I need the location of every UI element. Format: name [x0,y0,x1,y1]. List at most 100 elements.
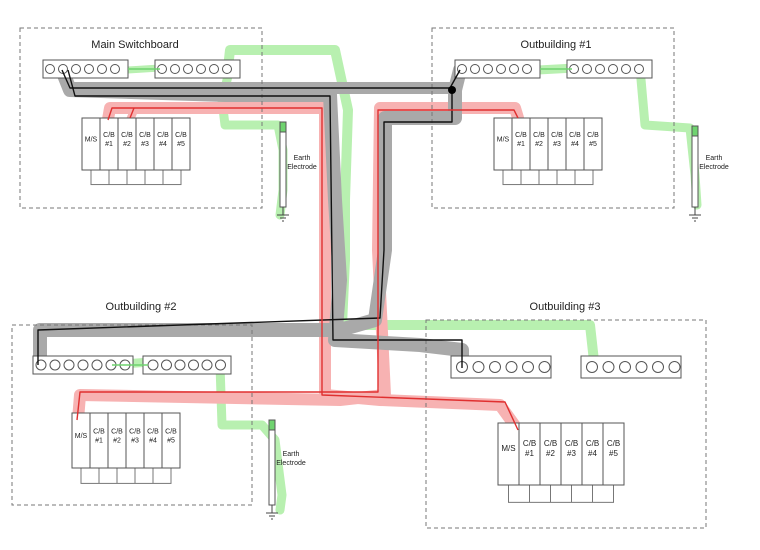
breaker-label: #3 [141,141,149,148]
electrode-clamp [268,419,276,431]
breaker-label: #3 [131,437,139,444]
breaker-label: M/S [85,137,98,144]
breaker-label: #3 [553,141,561,148]
electrode-rod [268,419,276,506]
ob1-neutral-terminal [522,64,532,74]
breaker-label: #5 [177,141,185,148]
ob1-earth-terminal [595,64,605,74]
main-earth-terminal [183,64,193,74]
ob2-earth-terminal [161,359,172,371]
breaker-label: C/B [586,439,599,448]
breaker-panel-2: M/SC/B#1C/B#2C/B#3C/B#4C/B#5 [71,412,181,484]
ob3-earth-terminal [635,361,648,373]
neutral-ob1-to-ob2 [37,92,453,365]
ob2-neutral-terminal [63,359,75,371]
bus-bar-terminals [35,64,681,373]
outbuilding-3-outline [425,319,707,529]
electrode-clamp [691,125,699,137]
breaker-main-switch[interactable] [71,412,91,469]
breaker-label: #4 [149,437,157,444]
breaker-label: #5 [609,449,618,458]
main-neutral-terminal [110,64,120,74]
panel-base [502,169,594,186]
breaker-label: C/B [175,132,187,139]
ob2-earth-terminal [201,359,213,371]
breaker-label: C/B [129,428,141,435]
breaker-label: C/B [157,132,169,139]
neutral-main-to-ob3 [67,69,463,368]
building-outlines [11,27,707,529]
breaker-label: C/B [565,439,578,448]
breaker-cb-5[interactable] [161,412,181,469]
ob1-earth-terminal [608,64,618,74]
main-earth-terminal [222,64,232,74]
earth-electrodes: EarthElectrodeEarthElectrodeEarthElectro… [266,121,729,520]
breaker-label: #1 [95,437,103,444]
neutral-junction-dot [448,86,456,94]
electrode-label: Earth [706,155,723,162]
breaker-cb-5[interactable] [583,117,603,171]
electrode-label: Electrode [699,164,729,171]
breaker-label: C/B [533,132,545,139]
active-main-to-ob3 [107,107,519,431]
ob3-earth-terminal [668,361,681,373]
conductors [37,68,572,431]
breaker-label: M/S [75,433,88,440]
breaker-cb-5[interactable] [171,117,191,171]
breaker-label: #2 [113,437,121,444]
electrode-label: Electrode [276,460,306,467]
active-ob1-to-ob2 [76,109,519,421]
breaker-label: C/B [139,132,151,139]
main-switchboard-outline [19,27,263,209]
breaker-label: C/B [515,132,527,139]
main-neutral-terminal [97,64,107,74]
earth-highlight-main [223,45,600,375]
breaker-label: C/B [121,132,133,139]
breaker-label: C/B [147,428,159,435]
breaker-main-switch[interactable] [81,117,101,171]
main-neutral-terminal [71,64,81,74]
breaker-label: #5 [589,141,597,148]
ob1-neutral-terminal [509,64,519,74]
ob3-neutral-terminal [505,361,518,373]
ob3-neutral-terminal [472,361,485,373]
breaker-label: #4 [159,141,167,148]
breaker-panels: M/SC/B#1C/B#2C/B#3C/B#4C/B#5M/SC/B#1C/B#… [71,117,625,503]
breaker-label: #3 [567,449,576,458]
breaker-panel-0: M/SC/B#1C/B#2C/B#3C/B#4C/B#5 [81,117,191,186]
electrode-label: Earth [283,451,300,458]
outbuilding-2-title: Outbuilding #2 [106,301,177,313]
main-neutral-terminal [84,64,94,74]
ob3-earth-terminal [602,361,615,373]
breaker-label: C/B [551,132,563,139]
breaker-cb-5[interactable] [602,422,625,486]
breaker-label: C/B [523,439,536,448]
ob3-neutral-terminal [522,361,534,373]
breaker-label: C/B [607,439,620,448]
breaker-label: #2 [535,141,543,148]
ob2-neutral-terminal [49,359,61,371]
breaker-main-switch[interactable] [497,422,520,486]
breaker-label: #5 [167,437,175,444]
main-earth-terminal [209,64,219,74]
outbuilding-1-outline [431,27,675,209]
breaker-main-switch[interactable] [493,117,513,171]
breaker-label: C/B [569,132,581,139]
ob2-earth-terminal [188,359,199,371]
panel-base [508,484,614,503]
ob2-earth-terminal [147,359,159,371]
breaker-label: #4 [571,141,579,148]
ob1-neutral-terminal [496,64,506,74]
ob3-earth-terminal [652,361,664,373]
breaker-label: M/S [497,137,510,144]
breaker-label: #2 [123,141,131,148]
electrode-clamp [279,121,287,133]
breaker-label: #1 [105,141,113,148]
ob1-earth-terminal [582,64,592,74]
main-neutral-terminal [45,64,55,74]
ob2-neutral-terminal [77,359,89,371]
breaker-label: M/S [501,444,515,453]
